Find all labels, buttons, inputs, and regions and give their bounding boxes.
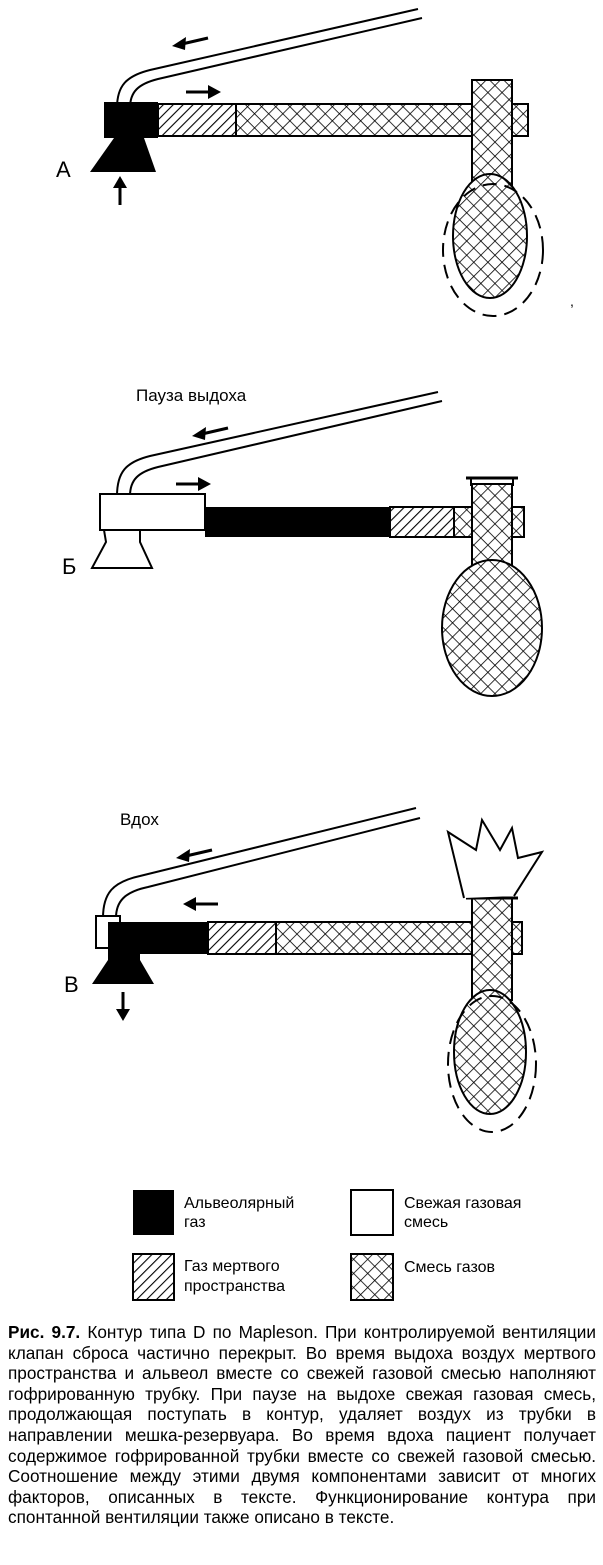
arrow-left-icon bbox=[183, 897, 218, 911]
face-mask bbox=[92, 954, 154, 984]
dead-space-gas-segment bbox=[157, 103, 237, 137]
legend-label-fresh-1: Свежая газовая bbox=[404, 1195, 521, 1212]
face-mask bbox=[90, 138, 156, 172]
arrow-left-icon bbox=[192, 426, 229, 440]
panel-b-title: Пауза выдоха bbox=[136, 386, 247, 405]
fresh-gas-inlet-tube bbox=[116, 8, 419, 109]
arrow-left-icon bbox=[176, 848, 213, 862]
panel-c: Вдох В bbox=[64, 807, 545, 1133]
caption-label: Рис. 9.7. bbox=[8, 1322, 81, 1342]
mapleson-d-diagram: А , Пауза выдоха Б bbox=[56, 8, 574, 1301]
panel-b-letter: Б bbox=[62, 554, 76, 579]
caption-text: Контур типа D по Mapleson. При контролир… bbox=[8, 1322, 596, 1528]
fresh-gas-segment bbox=[99, 493, 206, 531]
panel-c-title: Вдох bbox=[120, 810, 159, 829]
panel-c-letter: В bbox=[64, 972, 79, 997]
legend-label-dead-2: пространства bbox=[184, 1278, 285, 1295]
pressure-release-valve bbox=[446, 817, 545, 899]
legend: Альвеолярный газ Свежая газовая смесь Га… bbox=[132, 1189, 521, 1301]
reservoir-bag bbox=[441, 559, 543, 697]
panel-a-letter: А bbox=[56, 157, 71, 182]
gas-mixture-segment bbox=[235, 103, 473, 137]
reservoir-bag-expanded-outline bbox=[442, 183, 544, 317]
legend-swatch-fresh bbox=[350, 1189, 394, 1236]
alveolar-gas-segment bbox=[108, 922, 208, 954]
legend-label-dead-1: Газ мертвого bbox=[184, 1258, 280, 1275]
fresh-gas-inlet-tube bbox=[102, 807, 417, 919]
legend-label-fresh-2: смесь bbox=[404, 1214, 448, 1231]
svg-text:,: , bbox=[570, 293, 574, 309]
arrow-down-icon bbox=[116, 992, 130, 1021]
face-mask bbox=[90, 529, 154, 569]
legend-label-alveolar-2: газ bbox=[184, 1214, 206, 1231]
figure-caption: Рис. 9.7. Контур типа D по Mapleson. При… bbox=[8, 1322, 596, 1528]
t-piece bbox=[471, 897, 513, 1001]
patient-connector bbox=[104, 102, 158, 138]
legend-swatch-mixture bbox=[350, 1253, 394, 1301]
arrow-right-icon bbox=[186, 85, 221, 99]
arrow-right-icon bbox=[176, 477, 211, 491]
panel-a: А , bbox=[56, 8, 574, 317]
arrow-left-icon bbox=[172, 36, 209, 50]
legend-swatch-dead-space bbox=[132, 1253, 175, 1301]
arrow-up-icon bbox=[113, 176, 127, 205]
legend-swatch-alveolar bbox=[133, 1190, 174, 1235]
dead-space-gas-segment bbox=[207, 921, 277, 955]
fresh-gas-inlet-tube bbox=[116, 391, 439, 497]
reservoir-bag-contracted-outline bbox=[447, 995, 537, 1133]
legend-label-alveolar-1: Альвеолярный bbox=[184, 1195, 294, 1212]
alveolar-gas-segment bbox=[205, 507, 390, 537]
panel-b: Пауза выдоха Б bbox=[62, 386, 543, 697]
dead-space-gas-segment bbox=[389, 506, 455, 538]
reservoir-bag bbox=[452, 173, 528, 299]
reservoir-bag bbox=[453, 989, 527, 1115]
legend-label-mixture: Смесь газов bbox=[404, 1259, 495, 1276]
